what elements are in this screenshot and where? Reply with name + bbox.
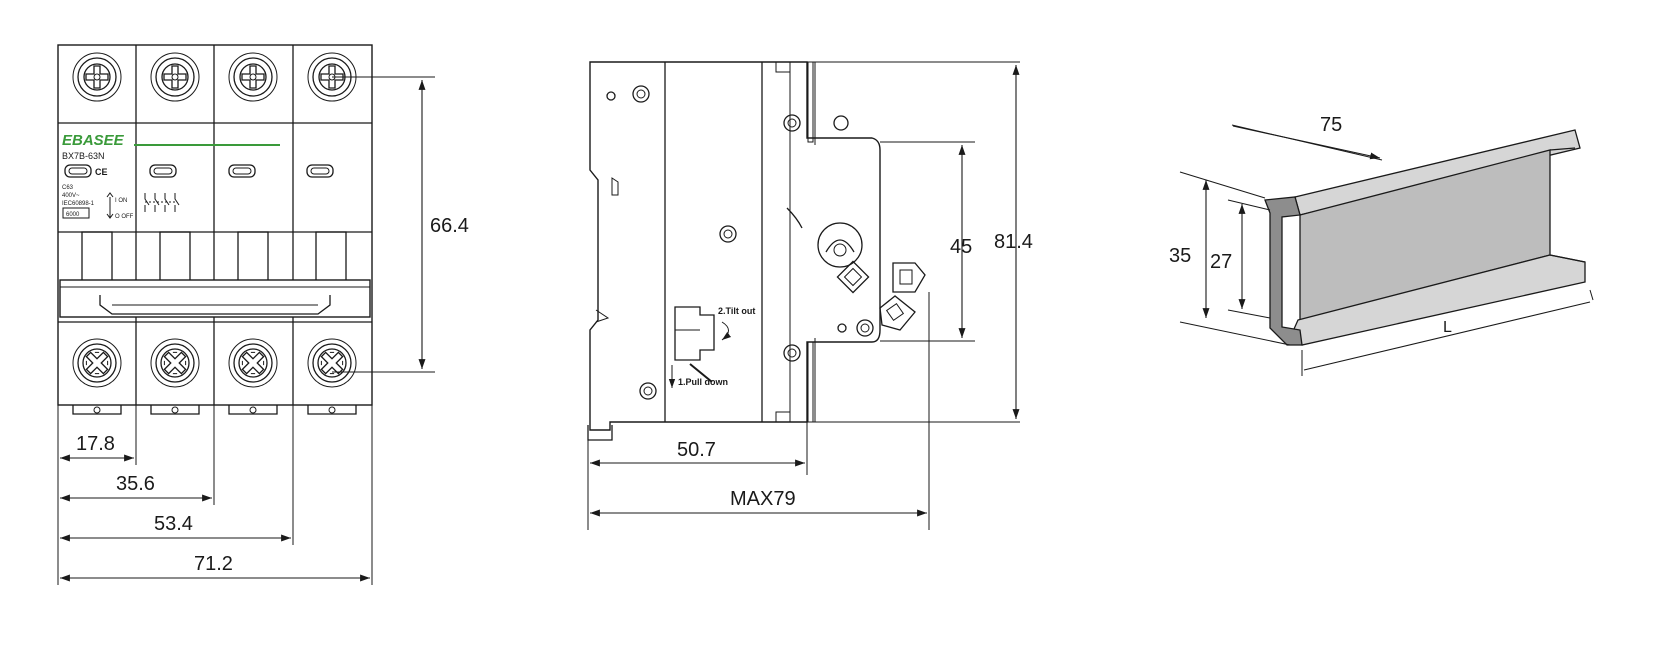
brand-logo: EBASEE xyxy=(62,132,125,149)
voltage-label: 400V~ xyxy=(62,193,80,199)
dim-label-max-depth: MAX79 xyxy=(730,488,796,510)
dim-label-pole3: 53.4 xyxy=(154,513,193,535)
rating-label: C63 xyxy=(62,185,74,191)
dim-label-total-height: 81.4 xyxy=(994,231,1033,253)
rail-profile xyxy=(1264,196,1303,346)
dim-label-inner-height: 27 xyxy=(1210,251,1232,273)
dim-label-inner-height: 45 xyxy=(950,236,972,258)
step2-label: 2.Tilt out xyxy=(718,306,755,316)
dim-label-pole4: 71.2 xyxy=(194,553,233,575)
dim-line-width xyxy=(1232,125,1381,160)
din-rail-view: 75 35 27 L xyxy=(1169,114,1594,376)
dim-label-outer-height: 35 xyxy=(1169,245,1191,267)
dim-label-pole2: 35.6 xyxy=(116,473,155,495)
capacity-box xyxy=(62,207,90,219)
off-label: O OFF xyxy=(115,214,134,220)
dim-label-pole1: 17.8 xyxy=(76,433,115,455)
front-view: EBASEE BX7B-63N CE C63 400V~ IEC60898-1 … xyxy=(57,44,469,585)
dim-label-height: 66.4 xyxy=(430,215,469,237)
ce-mark: CE xyxy=(95,167,108,177)
handle-icon xyxy=(892,262,926,293)
breaker-body xyxy=(57,44,373,406)
capacity-label: 6000 xyxy=(66,212,80,218)
tilt-handle-icon xyxy=(836,260,870,294)
breaker-side-body xyxy=(589,61,881,431)
on-label: I ON xyxy=(115,198,127,204)
dim-label-width: 75 xyxy=(1320,114,1342,136)
install-instruction-icon xyxy=(668,306,732,388)
standard-label: IEC60898-1 xyxy=(62,201,95,207)
step1-label: 1.Pull down xyxy=(678,377,728,387)
dim-label-length: L xyxy=(1443,319,1452,336)
dim-label-depth: 50.7 xyxy=(677,439,716,461)
circuit-symbol-icon xyxy=(144,193,180,212)
handle-bar xyxy=(59,279,371,318)
model-label: BX7B-63N xyxy=(62,151,105,161)
side-view: 2.Tilt out 1.Pull down 45 81.4 50.7 MAX7… xyxy=(587,61,1033,530)
dim-line-length xyxy=(1303,301,1591,371)
din-clips xyxy=(72,405,357,415)
knob-icon xyxy=(817,222,863,268)
